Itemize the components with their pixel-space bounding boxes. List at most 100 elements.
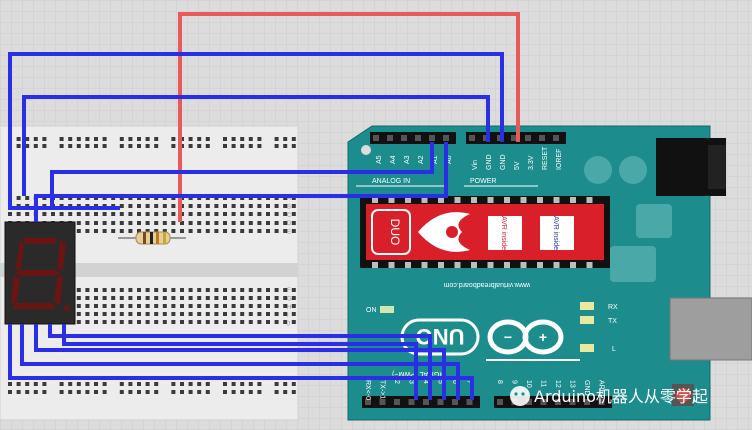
breadboard-hole (137, 320, 141, 324)
breadboard-hole (283, 229, 288, 233)
segment-a (22, 238, 58, 244)
power-label: POWER (470, 178, 496, 185)
breadboard-hole (111, 229, 116, 233)
breadboard-hole (266, 304, 270, 308)
voltage-regulator (636, 204, 672, 238)
breadboard-hole (76, 304, 81, 308)
breadboard-hole (154, 296, 159, 300)
breadboard-hole (137, 304, 141, 308)
breadboard-hole (231, 288, 236, 292)
breadboard-hole (171, 382, 176, 386)
breadboard-hole (240, 288, 245, 292)
breadboard-hole (128, 137, 133, 141)
breadboard-hole (171, 390, 176, 394)
chip-pin-bottom (520, 262, 527, 268)
url-label: www.virtualbreadboard.com (443, 281, 531, 288)
breadboard-hole (291, 320, 296, 324)
breadboard-hole (274, 288, 279, 292)
breadboard-hole (223, 296, 227, 300)
row-letter-bottom: G (287, 296, 292, 302)
breadboard-hole (197, 229, 202, 233)
arduino-infinity-icon (487, 319, 564, 355)
breadboard-hole (266, 229, 270, 233)
breadboard-hole (240, 320, 245, 324)
breadboard-hole (240, 204, 245, 208)
wire-1 (8, 52, 504, 196)
breadboard-hole (85, 212, 90, 216)
breadboard-hole (291, 204, 296, 208)
breadboard-hole (94, 288, 98, 292)
breadboard-hole (154, 312, 159, 316)
breadboard-hole (223, 304, 227, 308)
row-letter-top: E (287, 230, 291, 236)
breadboard-hole (248, 221, 253, 225)
breadboard-hole (205, 204, 210, 208)
breadboard-hole (180, 296, 184, 300)
breadboard-hole (119, 137, 124, 141)
pin-label: 13 (569, 380, 576, 388)
row-letter-top: B (287, 204, 291, 210)
breadboard-hole (266, 288, 270, 292)
breadboard-hole (248, 229, 253, 233)
breadboard-hole (248, 296, 253, 300)
breadboard-hole (274, 382, 279, 386)
breadboard-hole (145, 304, 150, 308)
header-hole (394, 399, 400, 405)
breadboard-hole (231, 296, 236, 300)
breadboard-hole (291, 382, 296, 386)
breadboard-hole (59, 144, 64, 148)
header-hole (379, 399, 386, 405)
breadboard-hole (223, 390, 227, 394)
breadboard-hole (240, 221, 245, 225)
pin-label: A2 (418, 155, 425, 164)
breadboard-hole (274, 221, 279, 225)
breadboard-hole (137, 144, 141, 148)
breadboard-hole (231, 312, 236, 316)
breadboard-hole (223, 137, 227, 141)
chip-pin-top (388, 197, 395, 203)
breadboard-hole (283, 390, 288, 394)
breadboard-hole (274, 312, 279, 316)
breadboard-hole (25, 196, 30, 200)
flame-logo-icon (418, 212, 470, 252)
breadboard-hole (33, 390, 38, 394)
breadboard-hole (137, 382, 141, 386)
breadboard-hole (248, 204, 253, 208)
breadboard-hole (205, 212, 210, 216)
breadboard-hole (180, 221, 184, 225)
breadboard-hole (85, 320, 90, 324)
breadboard-hole (145, 137, 150, 141)
breadboard-hole (240, 229, 245, 233)
breadboard-hole (94, 137, 98, 141)
breadboard-hole (76, 137, 81, 141)
pin-label: GND (583, 380, 590, 396)
breadboard-hole (197, 221, 202, 225)
breadboard-hole (257, 304, 262, 308)
flame-logo-eye (446, 226, 458, 238)
breadboard-hole (128, 390, 133, 394)
header-hole (387, 135, 393, 141)
pin-label: A4 (390, 155, 397, 164)
header-hole (401, 135, 407, 141)
breadboard-hole (94, 296, 98, 300)
breadboard-hole (25, 212, 30, 216)
header-hole (526, 399, 532, 405)
wechat-icon-eye-right (521, 392, 525, 396)
breadboard-hole (76, 221, 81, 225)
header-hole (539, 135, 545, 141)
wire-11 (62, 324, 418, 400)
breadboard-hole (291, 221, 296, 225)
rx-led (580, 302, 594, 310)
breadboard-hole (248, 288, 253, 292)
breadboard-hole (94, 390, 98, 394)
breadboard-hole (94, 304, 98, 308)
breadboard-hole (214, 304, 219, 308)
breadboard-hole (102, 390, 107, 394)
analog-in-label: ANALOG IN (372, 178, 410, 185)
header-hole (584, 399, 590, 405)
breadboard-hole (16, 212, 21, 216)
chip-pin-bottom (537, 262, 543, 268)
pin-label: 2 (393, 380, 400, 384)
on-label: ON (366, 307, 377, 314)
